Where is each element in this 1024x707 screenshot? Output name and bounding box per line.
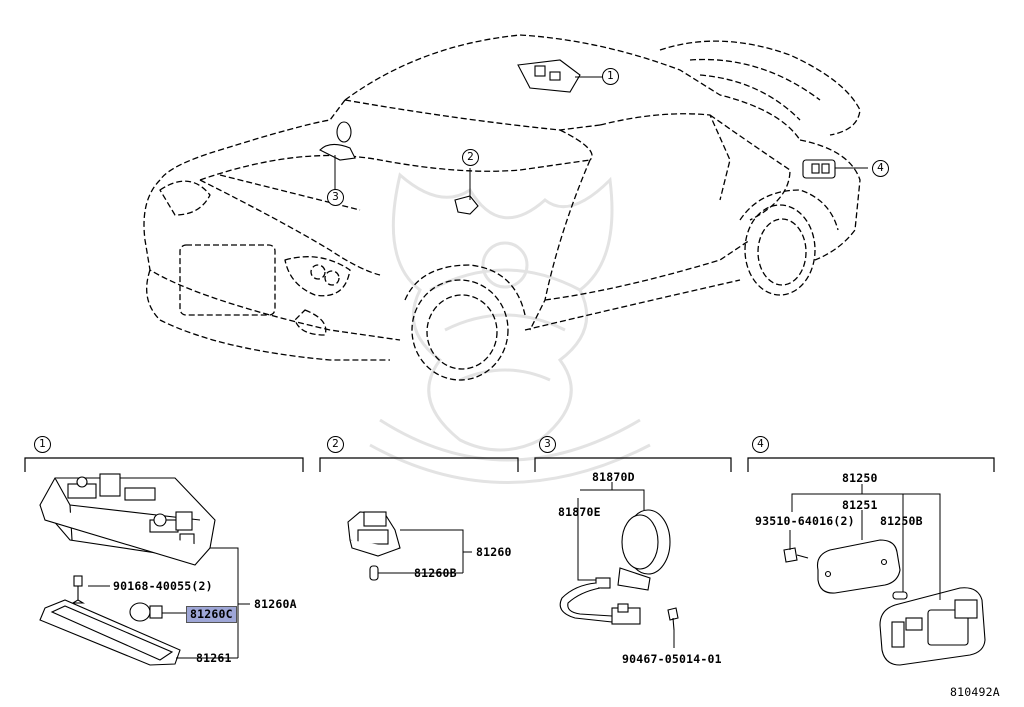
callout-4: 4 <box>872 160 889 177</box>
part-label-81260C[interactable]: 81260C <box>186 606 237 623</box>
part-label-93510[interactable]: 93510-64016(2) <box>755 514 855 528</box>
callout-leaders <box>334 76 868 200</box>
car-outline <box>143 34 861 381</box>
section3-drawing <box>559 509 679 631</box>
car-part-marks <box>319 59 836 215</box>
part-label-90168[interactable]: 90168-40055(2) <box>113 579 213 593</box>
section1-leaders <box>88 547 250 659</box>
section-brackets <box>24 457 995 472</box>
diagram-id: 810492A <box>950 685 1000 699</box>
part-label-81251[interactable]: 81251 <box>842 498 878 512</box>
part-label-81260A[interactable]: 81260A <box>254 597 297 611</box>
part-label-90467[interactable]: 90467-05014-01 <box>622 652 722 666</box>
part-label-81250B[interactable]: 81250B <box>880 514 923 528</box>
section4-drawing <box>783 539 986 666</box>
section2-leaders <box>378 529 472 574</box>
part-label-81260B[interactable]: 81260B <box>414 566 457 580</box>
callout-2: 2 <box>462 149 479 166</box>
section-1-marker: 1 <box>34 436 51 453</box>
section-4-marker: 4 <box>752 436 769 453</box>
part-label-81870D[interactable]: 81870D <box>592 470 635 484</box>
callout-3: 3 <box>327 189 344 206</box>
part-label-81261[interactable]: 81261 <box>196 651 232 665</box>
callout-1: 1 <box>602 68 619 85</box>
section-3-marker: 3 <box>539 436 556 453</box>
part-label-81250[interactable]: 81250 <box>842 471 878 485</box>
part-label-81260[interactable]: 81260 <box>476 545 512 559</box>
section4-leaders <box>789 484 941 600</box>
section2-drawing <box>347 511 401 581</box>
section1-drawing <box>39 473 216 666</box>
section-2-marker: 2 <box>327 436 344 453</box>
section3-leaders <box>577 482 675 648</box>
part-label-81870E[interactable]: 81870E <box>558 505 601 519</box>
